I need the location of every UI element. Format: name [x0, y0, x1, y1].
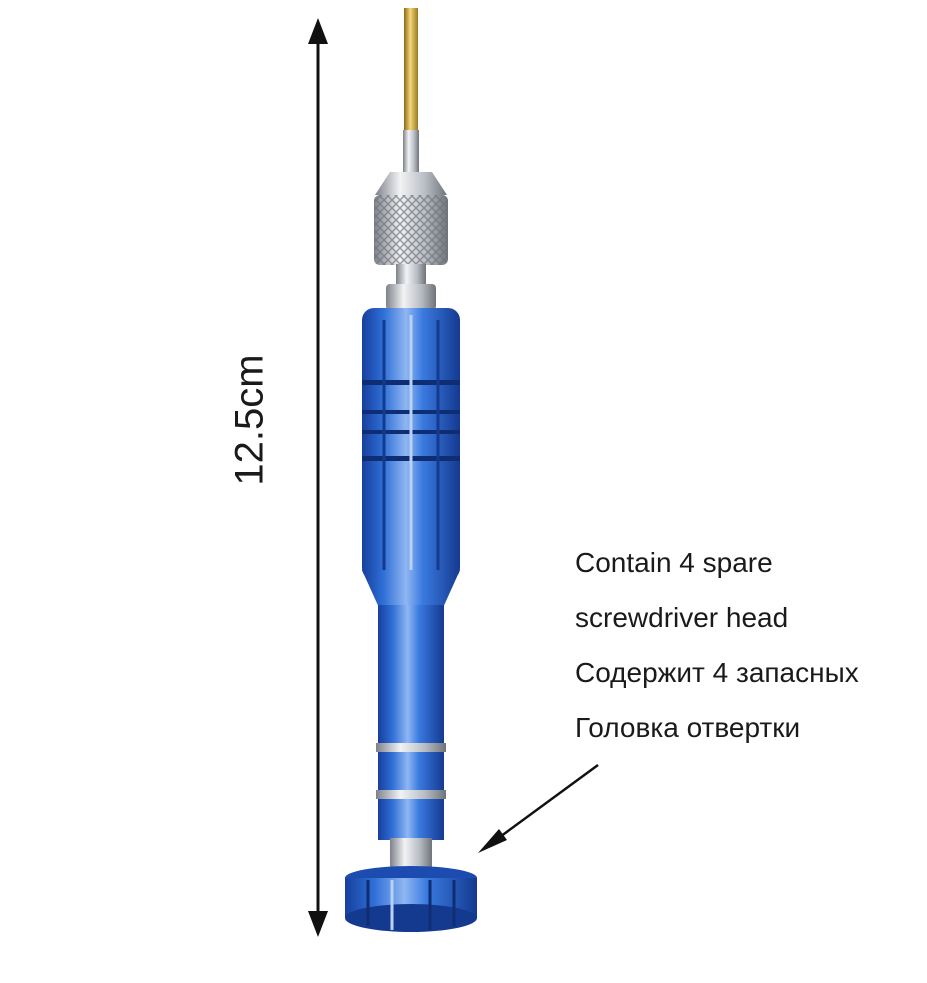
lower-shaft — [376, 605, 446, 872]
callout-line: Головка отвертки — [575, 712, 801, 743]
callout-text: Contain 4 spare screwdriver head Содержи… — [575, 540, 925, 760]
knurled-chuck — [374, 195, 448, 265]
dimension-label: 12.5cm — [227, 354, 272, 486]
grip-handle — [362, 308, 460, 610]
callout-arrow — [478, 763, 599, 853]
swivel-cap — [345, 866, 477, 932]
dimension-arrow — [308, 18, 328, 937]
screwdriver-shaft — [403, 130, 419, 175]
screwdriver — [345, 8, 477, 932]
callout-line: screwdriver head — [575, 602, 789, 633]
chuck-cone — [375, 172, 447, 195]
callout-line: Contain 4 spare — [575, 547, 773, 578]
screwdriver-bit — [404, 8, 418, 133]
callout-line: Содержит 4 запасных — [575, 657, 859, 688]
